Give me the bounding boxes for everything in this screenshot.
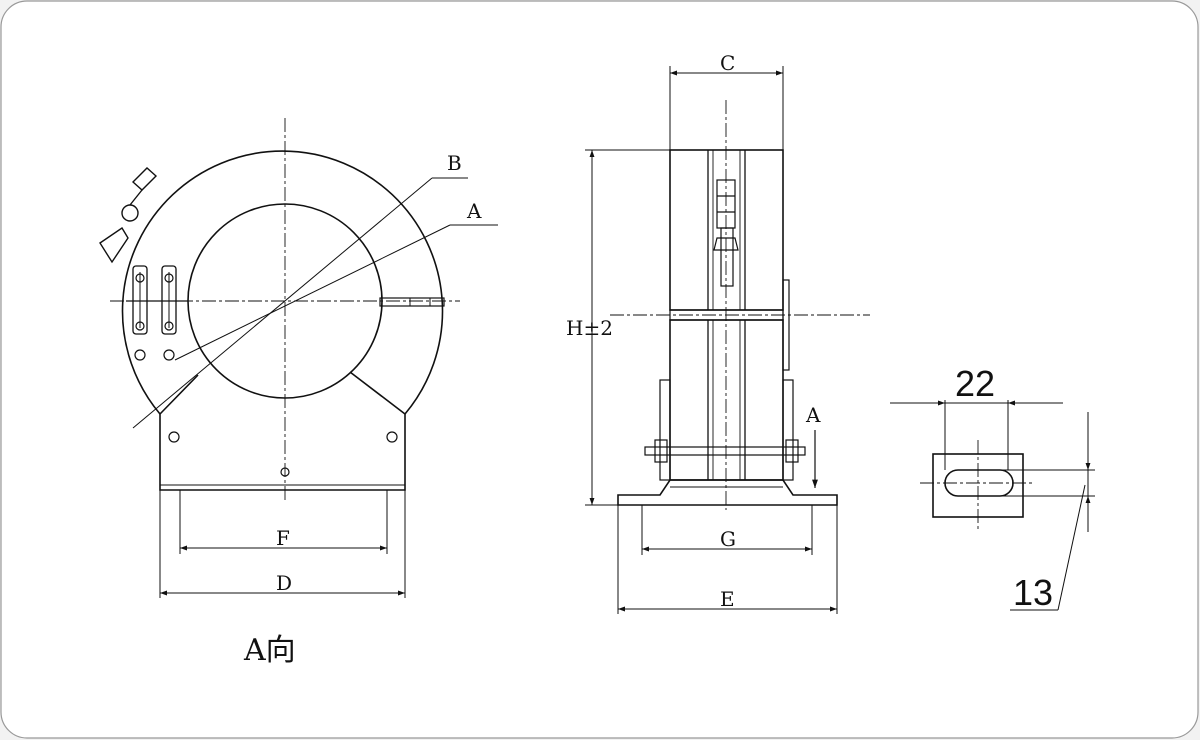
base-plate <box>159 371 406 491</box>
label-A: A <box>466 199 482 223</box>
through-bolt <box>644 446 806 456</box>
view-arrow-label: A <box>805 403 821 427</box>
dim-22-label: 22 <box>955 363 995 404</box>
view-caption: A向 <box>243 633 296 668</box>
dim-F-label: F <box>276 526 290 550</box>
clamp-strap-left <box>132 265 148 335</box>
terminal-handle <box>99 167 158 264</box>
dim-H-label: H±2 <box>566 316 613 340</box>
mounting-feet <box>617 479 838 506</box>
dim-13-label: 13 <box>1013 572 1053 613</box>
slot-detail <box>890 400 1095 611</box>
dim-C-label: C <box>720 51 735 75</box>
dim-E-label: E <box>720 587 735 611</box>
outer-ring-outline <box>121 150 444 415</box>
side-view <box>585 66 870 614</box>
label-B: B <box>447 151 462 175</box>
bolt-heads <box>134 273 398 477</box>
right-split-bar <box>379 297 445 307</box>
front-view <box>99 118 498 598</box>
clamp-strap-right <box>161 265 177 335</box>
dim-G-label: G <box>720 527 736 551</box>
dim-D-label: D <box>276 571 292 595</box>
